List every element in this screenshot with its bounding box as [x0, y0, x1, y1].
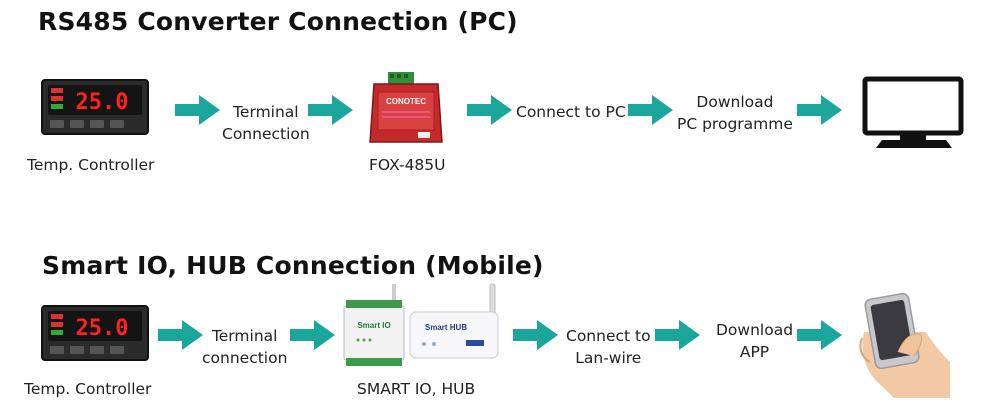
- temp-controller-label: Temp. Controller: [24, 380, 152, 398]
- temp-controller-image: 25.0: [40, 78, 150, 141]
- section-title-pc: RS485 Converter Connection (PC): [38, 7, 518, 36]
- arrow-icon: [513, 320, 558, 350]
- step-connect-to-lan-wire: Connect to Lan-wire: [566, 325, 651, 369]
- step-download-app: Download APP: [716, 319, 793, 363]
- section-title-mobile: Smart IO, HUB Connection (Mobile): [42, 251, 544, 280]
- converter-brand-text: CONOTEC: [386, 97, 426, 106]
- arrow-icon: [175, 95, 220, 125]
- step-line-2: PC programme: [677, 115, 793, 133]
- step-line-1: Terminal: [233, 103, 299, 121]
- step-line-2: Connection: [222, 125, 310, 143]
- arrow-icon: [308, 95, 353, 125]
- step-terminal-connection: Terminal Connection: [222, 101, 310, 145]
- smart-io-hub-label: SMART IO, HUB: [357, 380, 476, 398]
- temp-controller-label: Temp. Controller: [27, 156, 155, 174]
- arrow-icon: [290, 320, 335, 350]
- arrow-icon: [797, 95, 842, 125]
- step-download-pc-programme: Download PC programme: [677, 91, 793, 135]
- step-line-1: Download: [716, 321, 794, 339]
- smartio-text: Smart IO: [357, 321, 390, 330]
- controller-display-text: 25.0: [76, 316, 129, 341]
- step-line-1: Terminal: [211, 327, 278, 345]
- step-line-2: APP: [739, 343, 770, 361]
- smart-io-hub-image: Smart IO Smart HUB: [340, 282, 510, 377]
- step-connect-to-pc: Connect to PC: [516, 101, 626, 123]
- hub-text: Smart HUB: [425, 323, 467, 332]
- arrow-icon: [655, 320, 700, 350]
- fox-485u-converter-image: CONOTEC: [368, 72, 444, 149]
- monitor-icon: [862, 76, 966, 157]
- controller-display-text: 25.0: [76, 90, 129, 115]
- step-line-2: connection: [202, 349, 288, 367]
- arrow-icon: [797, 320, 842, 350]
- arrow-icon: [467, 95, 512, 125]
- arrow-icon: [628, 95, 673, 125]
- step-line-1: Download: [696, 93, 774, 111]
- step-terminal-connection: Terminal connection: [202, 325, 287, 369]
- step-line-2: Lan-wire: [575, 349, 642, 367]
- step-line-1: Connect to: [566, 327, 651, 345]
- hand-smartphone-icon: [854, 292, 950, 403]
- step-line-1: Connect to PC: [516, 103, 626, 121]
- arrow-icon: [158, 320, 203, 350]
- temp-controller-image: 25.0: [40, 304, 150, 367]
- converter-label: FOX-485U: [369, 156, 446, 174]
